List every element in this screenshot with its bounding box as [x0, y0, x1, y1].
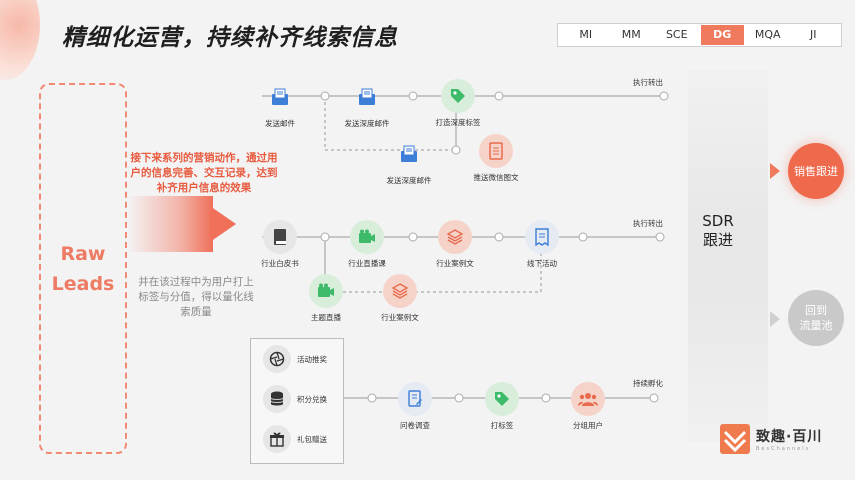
- node-tagging[interactable]: 打标签: [480, 382, 524, 431]
- node-branch-deep-email[interactable]: 发送深度邮件: [380, 137, 438, 186]
- raw-leads-label: Raw Leads: [52, 239, 115, 299]
- edit-document-icon: [398, 382, 432, 416]
- sales-followup-button[interactable]: 销售跟进: [788, 143, 844, 199]
- node-label: 发送深度邮件: [386, 176, 432, 185]
- node-label: 打造深度标签: [435, 118, 481, 127]
- node-label: 行业案例文: [381, 313, 419, 322]
- node-branch-case-study[interactable]: 行业案例文: [375, 274, 425, 323]
- row3-end-label: 持续孵化: [633, 379, 663, 388]
- row2-dot-1: [320, 232, 330, 242]
- book-icon: [263, 220, 297, 254]
- node-live-course[interactable]: 行业直播课: [342, 220, 392, 269]
- tab-mm[interactable]: MM: [621, 28, 641, 41]
- node-send-email[interactable]: 发送邮件: [259, 80, 301, 129]
- row3-dot-end: [649, 393, 659, 403]
- mail-icon: [392, 137, 426, 171]
- node-activity-reward[interactable]: 活动推奖: [263, 345, 337, 373]
- tag-icon: [441, 79, 475, 113]
- node-points-redeem[interactable]: 积分兑换: [263, 385, 337, 413]
- row2-dot-4: [578, 232, 588, 242]
- node-send-deep-email[interactable]: 发送深度邮件: [338, 80, 396, 129]
- node-group-users[interactable]: 分组用户: [566, 382, 610, 431]
- mail-icon: [350, 80, 384, 114]
- node-gift[interactable]: 礼包赠送: [263, 425, 337, 453]
- row1-dot-end: [659, 91, 669, 101]
- note-marketing-actions: 接下来系列的营销动作，通过用户的信息完善、交互记录，达到补齐用户信息的效果: [130, 152, 278, 194]
- tab-bar: MI MM SCE DG MQA JI: [557, 23, 842, 47]
- arrow-to-sales: [770, 163, 780, 179]
- node-label: 礼包赠送: [297, 434, 327, 444]
- node-label: 打标签: [490, 421, 514, 430]
- incentive-box: 活动推奖 积分兑换 礼包赠送: [250, 338, 344, 464]
- row2-dot-2: [408, 232, 418, 242]
- node-label: 问卷调查: [400, 421, 430, 430]
- node-label: 分组用户: [573, 421, 603, 430]
- tab-dg[interactable]: DG: [700, 25, 744, 45]
- tab-ji[interactable]: JI: [810, 28, 817, 41]
- aperture-icon: [263, 345, 291, 373]
- row3-dot-2: [454, 393, 464, 403]
- page-title: 精细化运营，持续补齐线索信息: [62, 25, 398, 51]
- node-label: 线下活动: [527, 259, 557, 268]
- node-label: 行业直播课: [348, 259, 386, 268]
- tag-icon: [485, 382, 519, 416]
- logo-subtext: BesChannels: [756, 446, 811, 452]
- node-label: 发送邮件: [265, 119, 295, 128]
- row1-dot-2: [408, 91, 418, 101]
- tab-sce[interactable]: SCE: [665, 28, 688, 41]
- node-whitepaper[interactable]: 行业白皮书: [256, 220, 304, 269]
- row1-end-label: 执行转出: [633, 78, 663, 87]
- node-survey[interactable]: 问卷调查: [393, 382, 437, 431]
- node-label: 积分兑换: [297, 394, 327, 404]
- row3-dot-1: [367, 393, 377, 403]
- flow-arrow-band: [128, 196, 213, 252]
- raw-leads-box: Raw Leads: [39, 83, 127, 454]
- row2-end-label: 执行转出: [633, 219, 663, 228]
- node-label: 主题直播: [311, 313, 341, 322]
- node-deep-tag[interactable]: 打造深度标签: [428, 79, 488, 128]
- flow-arrow-head: [210, 206, 236, 242]
- row2-dot-end: [655, 232, 665, 242]
- node-label: 发送深度邮件: [344, 119, 390, 128]
- video-icon: [309, 274, 343, 308]
- node-label: 行业案例文: [436, 259, 474, 268]
- node-wechat-article[interactable]: 推送微信图文: [467, 134, 525, 183]
- note-tagging: 并在该过程中为用户打上标签与分值，得以量化线索质量: [138, 276, 254, 318]
- document-icon: [479, 134, 513, 168]
- row1-branch: [324, 96, 456, 151]
- tab-mi[interactable]: MI: [579, 28, 593, 41]
- raw-leads-line-2: Leads: [51, 272, 115, 295]
- logo-mark-icon: [720, 424, 750, 454]
- node-label: 行业白皮书: [261, 259, 299, 268]
- layers-icon: [383, 274, 417, 308]
- arrow-to-pool: [770, 311, 780, 327]
- logo-name: 致趣·百川: [756, 429, 823, 445]
- video-icon: [350, 220, 384, 254]
- row1-branch-dot: [451, 145, 461, 155]
- row2-dot-3: [494, 232, 504, 242]
- mail-icon: [263, 80, 297, 114]
- node-theme-live[interactable]: 主题直播: [304, 274, 348, 323]
- brand-logo: 致趣·百川 BesChannels: [720, 424, 822, 454]
- gift-icon: [263, 425, 291, 453]
- tab-mqa[interactable]: MQA: [754, 28, 781, 41]
- layers-icon: [438, 220, 472, 254]
- node-offline-event[interactable]: 线下活动: [517, 220, 567, 269]
- raw-leads-line-1: Raw: [60, 242, 106, 265]
- sdr-band: [688, 70, 768, 442]
- node-case-study[interactable]: 行业案例文: [430, 220, 480, 269]
- row3-dot-3: [541, 393, 551, 403]
- node-label: 推送微信图文: [473, 173, 519, 182]
- node-label: 活动推奖: [297, 354, 327, 364]
- row1-dot-1: [320, 91, 330, 101]
- receipt-icon: [525, 220, 559, 254]
- back-to-pool-button[interactable]: 回到流量池: [788, 290, 844, 346]
- row1-dot-3: [494, 91, 504, 101]
- users-icon: [571, 382, 605, 416]
- database-icon: [263, 385, 291, 413]
